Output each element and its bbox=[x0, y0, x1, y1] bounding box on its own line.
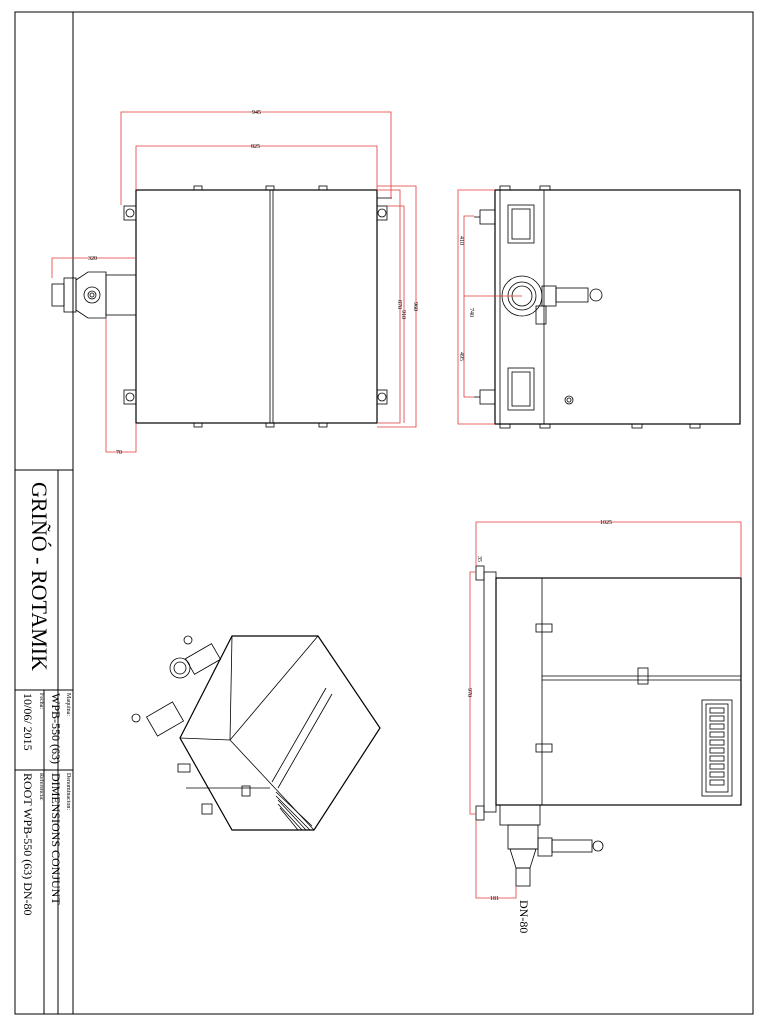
referencia-label: Referencia: bbox=[38, 773, 45, 801]
maquina-label: Maquina: bbox=[65, 693, 71, 716]
dim-740: 740 bbox=[468, 308, 474, 317]
front-view-dimensions: 410 740 495 bbox=[457, 189, 522, 425]
dim-825: 825 bbox=[251, 144, 260, 150]
dim-320: 320 bbox=[88, 256, 97, 262]
isometric-view bbox=[131, 635, 381, 831]
dim-1025: 1025 bbox=[600, 520, 612, 526]
front-view bbox=[474, 185, 741, 429]
company-name: GRIÑÓ - ROTAMIK bbox=[27, 482, 52, 671]
referencia-value: ROOT WPB-550 (63) DN-80 bbox=[21, 773, 35, 916]
fecha-label: Fecha: bbox=[38, 693, 44, 709]
dim-970: 970 bbox=[466, 688, 472, 697]
dn-80-label: DN-80 bbox=[517, 900, 531, 933]
dim-181: 181 bbox=[490, 896, 499, 902]
top-view bbox=[475, 565, 742, 887]
side-view bbox=[51, 185, 392, 428]
dim-910: 910 bbox=[400, 310, 406, 319]
denominacion-value: DIMENSIONS CONJUNT bbox=[49, 773, 63, 905]
top-view-dimensions: 1025 35 970 181 DN-80 bbox=[466, 520, 742, 933]
dim-70: 70 bbox=[116, 450, 122, 456]
iso-grille bbox=[275, 791, 313, 831]
side-view-dimensions: 945 825 320 70 870 910 960 bbox=[51, 110, 418, 456]
maquina-value: WPB-550 (63) bbox=[49, 693, 63, 764]
dim-945: 945 bbox=[252, 110, 261, 116]
denominacion-label: Denominacion: bbox=[65, 773, 71, 810]
fecha-value: 10/06/ 2015 bbox=[21, 693, 35, 751]
grille-slots bbox=[709, 707, 725, 786]
dim-870: 870 bbox=[396, 300, 402, 309]
dim-35: 35 bbox=[476, 556, 482, 562]
dim-410: 410 bbox=[458, 236, 464, 245]
dim-960: 960 bbox=[412, 302, 418, 311]
sheet-border bbox=[14, 11, 754, 1015]
dim-495: 495 bbox=[458, 352, 464, 361]
title-block: GRIÑÓ - ROTAMIK Maquina: WPB-550 (63) Fe… bbox=[14, 469, 74, 1015]
